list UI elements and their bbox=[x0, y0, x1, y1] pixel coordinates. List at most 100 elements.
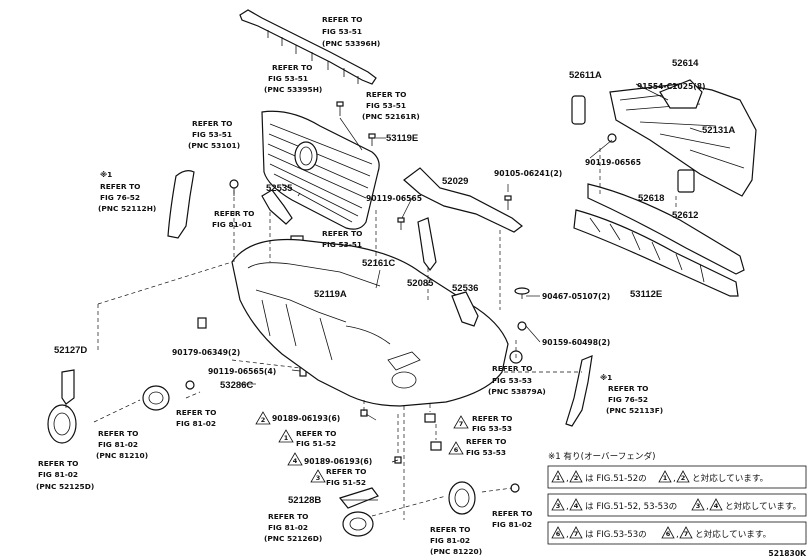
svg-text:1: 1 bbox=[284, 434, 289, 442]
ref-53879a: REFER TO FIG 53-53 (PNC 53879A) bbox=[488, 364, 546, 396]
svg-text:(PNC 53101): (PNC 53101) bbox=[188, 141, 240, 150]
svg-text:FIG 53-51: FIG 53-51 bbox=[322, 240, 362, 249]
svg-text:(PNC 52125D): (PNC 52125D) bbox=[36, 482, 94, 491]
part-52119a: 52119A bbox=[314, 289, 347, 300]
diagram-code: 521830K bbox=[768, 549, 807, 558]
part-53286c: 53286C bbox=[220, 380, 253, 391]
ref-52112h: ※1 REFER TO FIG 76-52 (PNC 52112H) bbox=[98, 170, 156, 213]
svg-text:FIG 81-02: FIG 81-02 bbox=[176, 419, 216, 428]
svg-text:※1: ※1 bbox=[100, 170, 112, 179]
svg-text:FIG 53-53: FIG 53-53 bbox=[472, 424, 512, 433]
bracket-52536 bbox=[451, 291, 479, 327]
part-91554-c1025: 91554-C1025(8) bbox=[637, 82, 706, 91]
triangle-2: 2 bbox=[255, 411, 271, 425]
part-90119-06565-a: 90119-06565 bbox=[585, 158, 641, 167]
triangle-7: 7 bbox=[453, 415, 469, 429]
svg-text:REFER TO: REFER TO bbox=[38, 459, 78, 468]
callout-triangles: 2 1 4 3 7 6 bbox=[255, 411, 469, 483]
ref-52161r: REFER TO FIG 53-51 (PNC 52161R) bbox=[362, 90, 420, 121]
ref-53395h: REFER TO FIG 53-51 (PNC 53395H) bbox=[264, 63, 322, 94]
svg-text:2: 2 bbox=[574, 474, 579, 482]
grille-molding-strip bbox=[239, 9, 377, 85]
assembly-lines bbox=[65, 148, 677, 520]
svg-text:FIG 51-52: FIG 51-52 bbox=[326, 478, 366, 487]
ref-fig-53-51: REFER TO FIG 53-51 bbox=[322, 229, 362, 249]
part-90189-06193-a: 90189-06193(6) bbox=[272, 414, 340, 423]
svg-text:は FIG.53-53の: は FIG.53-53の bbox=[585, 529, 647, 540]
part-52536: 52536 bbox=[452, 283, 478, 294]
svg-text:FIG 53-51: FIG 53-51 bbox=[366, 101, 406, 110]
bumper-stay bbox=[417, 217, 437, 271]
svg-text:REFER TO: REFER TO bbox=[466, 437, 506, 446]
svg-text:※1: ※1 bbox=[600, 373, 612, 382]
bracket-52535 bbox=[261, 189, 293, 225]
svg-text:(PNC 52113F): (PNC 52113F) bbox=[606, 406, 663, 415]
part-53112e: 53112E bbox=[630, 289, 662, 300]
svg-text:REFER TO: REFER TO bbox=[472, 414, 512, 423]
front-bumper-cover bbox=[231, 238, 509, 407]
right-fog-lamp bbox=[342, 481, 476, 537]
left-fender-molding bbox=[167, 170, 195, 239]
ref-52113f: ※1 REFER TO FIG 76-52 (PNC 52113F) bbox=[600, 373, 663, 415]
svg-text:(PNC 81210): (PNC 81210) bbox=[96, 451, 148, 460]
svg-text:FIG 76-52: FIG 76-52 bbox=[608, 395, 648, 404]
ref-81210: REFER TO FIG 81-02 (PNC 81210) bbox=[96, 429, 148, 460]
ref-81220: REFER TO FIG 81-02 (PNC 81220) bbox=[430, 525, 482, 556]
svg-text:(PNC 53395H): (PNC 53395H) bbox=[264, 85, 322, 94]
svg-text:7: 7 bbox=[574, 530, 579, 538]
svg-text:と対応しています。: と対応しています。 bbox=[725, 500, 801, 512]
right-fender-molding bbox=[565, 355, 593, 427]
ref-53396h: REFER TO FIG 53-51 (PNC 53396H) bbox=[322, 15, 380, 48]
triangle-4: 4 bbox=[287, 452, 303, 466]
legend: ※1 有り(オーバーフェンダ) 1 , 2 は FIG.51-52の 1 , 2… bbox=[547, 450, 807, 545]
svg-text:FIG 81-02: FIG 81-02 bbox=[268, 523, 308, 532]
ref-fig-53-53-a: REFER TO FIG 53-53 bbox=[472, 414, 512, 433]
svg-text:FIG 53-53: FIG 53-53 bbox=[466, 448, 506, 457]
ref-fig-51-52-a: REFER TO FIG 51-52 bbox=[296, 429, 336, 448]
ref-fig-51-52-b: REFER TO FIG 51-52 bbox=[326, 467, 366, 487]
svg-text:FIG 81-02: FIG 81-02 bbox=[98, 440, 138, 449]
cover-52128b bbox=[338, 487, 379, 509]
svg-text:6: 6 bbox=[666, 530, 671, 538]
svg-text:REFER TO: REFER TO bbox=[176, 408, 216, 417]
svg-text:REFER TO: REFER TO bbox=[492, 509, 532, 518]
svg-text:FIG 81-01: FIG 81-01 bbox=[212, 220, 252, 229]
ref-53101: REFER TO FIG 53-51 (PNC 53101) bbox=[188, 119, 240, 150]
svg-text:(PNC 81220): (PNC 81220) bbox=[430, 547, 482, 556]
triangle-1: 1 bbox=[278, 429, 294, 443]
svg-text:4: 4 bbox=[574, 502, 579, 510]
svg-text:4: 4 bbox=[714, 502, 719, 510]
svg-text:REFER TO: REFER TO bbox=[326, 467, 366, 476]
svg-text:,: , bbox=[673, 474, 676, 484]
svg-text:REFER TO: REFER TO bbox=[492, 364, 532, 373]
side-bracket-52127d bbox=[61, 369, 75, 405]
svg-text:3: 3 bbox=[316, 474, 321, 482]
ref-fig-81-01: REFER TO FIG 81-01 bbox=[212, 209, 254, 229]
bumper-pad-52611a bbox=[571, 95, 586, 125]
svg-text:2: 2 bbox=[261, 416, 266, 424]
ref-fig-81-02-b: REFER TO FIG 81-02 bbox=[492, 509, 532, 529]
svg-text:,: , bbox=[676, 530, 679, 540]
svg-text:REFER TO: REFER TO bbox=[100, 182, 140, 191]
legend-row-1: 1 , 2 は FIG.51-52の 1 , 2 と対応しています。 bbox=[551, 470, 768, 484]
svg-text:FIG 53-51: FIG 53-51 bbox=[268, 74, 308, 83]
svg-text:(PNC 52126D): (PNC 52126D) bbox=[264, 534, 322, 543]
svg-text:REFER TO: REFER TO bbox=[322, 15, 362, 24]
svg-text:6: 6 bbox=[556, 530, 561, 538]
part-52614: 52614 bbox=[672, 58, 699, 69]
part-52085: 52085 bbox=[407, 278, 434, 289]
part-52535: 52535 bbox=[266, 183, 293, 194]
triangle-6: 6 bbox=[448, 441, 464, 455]
svg-text:(PNC 53879A): (PNC 53879A) bbox=[488, 387, 546, 396]
svg-text:は FIG.51-52, 53-53の: は FIG.51-52, 53-53の bbox=[585, 501, 677, 512]
svg-text:(PNC 52161R): (PNC 52161R) bbox=[362, 112, 420, 121]
legend-row-2: 3 , 4 は FIG.51-52, 53-53の 3 , 4 と対応しています… bbox=[551, 498, 801, 512]
part-90119-06565-b: 90119-06565 bbox=[366, 194, 422, 203]
part-52618: 52618 bbox=[638, 193, 664, 204]
legend-row-3: 6 , 7 は FIG.53-53の 6 , 7 と対応しています。 bbox=[551, 526, 771, 540]
part-90179-06349: 90179-06349(2) bbox=[172, 348, 240, 357]
svg-text:FIG 53-53: FIG 53-53 bbox=[492, 376, 532, 385]
bumper-absorber-upper bbox=[609, 79, 757, 197]
svg-text:,: , bbox=[566, 474, 569, 484]
